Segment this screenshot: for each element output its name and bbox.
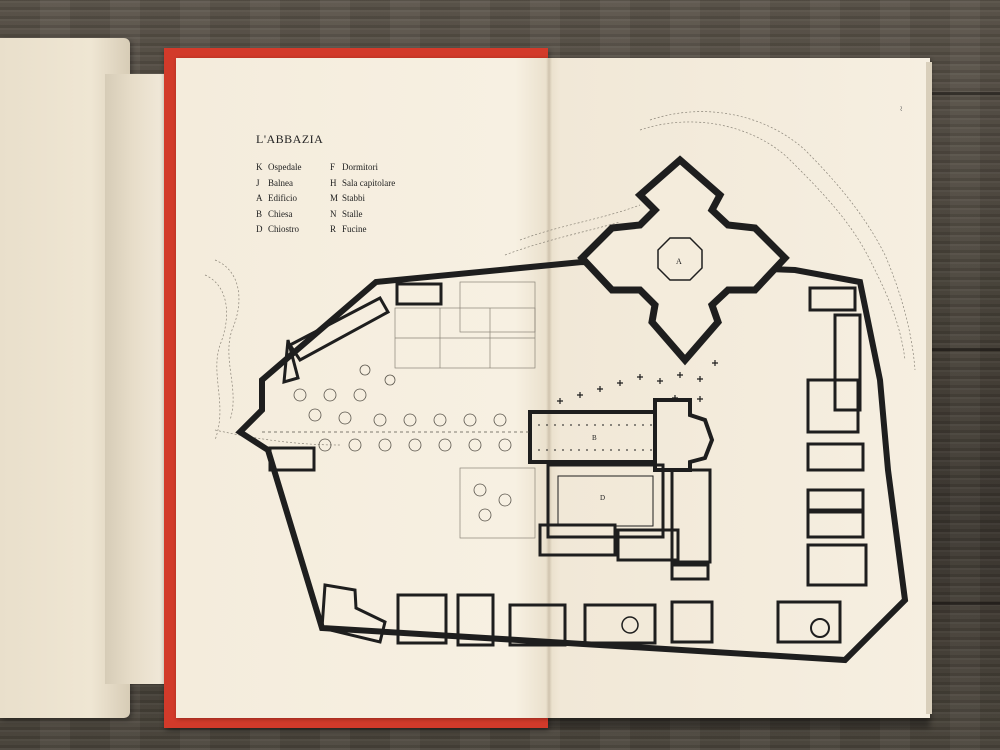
chapter-and-dormitories [538, 468, 712, 581]
center-fold [546, 58, 552, 718]
legend-title: L'ABBAZIA [256, 132, 324, 146]
book-spread [176, 58, 930, 718]
pencil-signature: ~ [896, 106, 906, 111]
terrain-contours [204, 111, 916, 446]
baths-building [268, 282, 443, 472]
map-letter-d: D [600, 494, 605, 502]
orchard-trees [293, 364, 512, 522]
church-building [528, 398, 715, 472]
edificio-courtyard [657, 237, 703, 281]
stables-buildings [806, 286, 868, 587]
map-letter-b: B [592, 434, 597, 442]
hospital-building [282, 296, 391, 385]
page-edge [926, 62, 932, 714]
map-letter-a: A [676, 257, 682, 266]
edificio-building [577, 155, 790, 366]
enclosure-wall [235, 258, 909, 664]
left-page-gutter [105, 74, 167, 684]
forges-buildings [320, 583, 842, 647]
gardens [394, 281, 536, 539]
cemetery-crosses [557, 360, 718, 404]
